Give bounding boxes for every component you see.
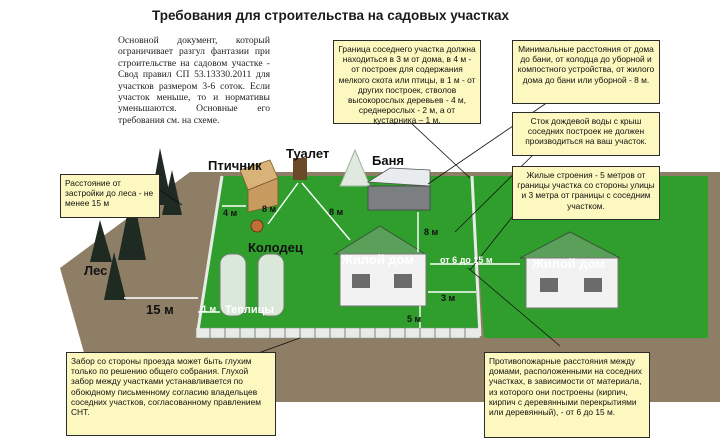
bathhouse-label: Баня [372,153,405,168]
greenhouse-right [257,253,285,317]
note-fire: Противопожарные расстояния между домами,… [484,352,650,438]
note-residential: Жилые строения - 5 метров от границы уча… [512,166,660,220]
greenhouse-left [219,253,247,317]
intro-text: Основной документ, который ограничивает … [118,35,270,126]
forest-label: Лес [84,263,108,278]
note-min-distances: Минимальные расстояния от дома до бани, … [512,40,660,104]
note-forest: Расстояние от застройки до леса - не мен… [60,174,160,218]
toilet-building [293,158,307,180]
greenhouses-label: Теплицы [225,304,274,316]
note-fence: Забор со стороны проезда может быть глух… [66,352,276,436]
well-shape [250,219,264,233]
bath-house-distance: 8 м [424,227,439,237]
toilet-well-distance: 8 м [262,204,277,214]
toilet-house-distance: 8 м [329,207,344,217]
note-neighbor-border: Граница соседнего участка должна находит… [333,40,481,125]
side-fence [470,175,482,337]
poultry-label: Птичник [208,158,262,173]
house-street-distance: 5 м [407,314,422,324]
note-rain-runoff: Сток дождевой воды с крыш соседних постр… [512,112,660,156]
house-side-distance: 3 м [441,293,456,303]
greenhouse-distance: 1 м [202,304,217,314]
house-label: Жилой дом [341,252,415,267]
front-fence [195,327,481,339]
bathhouse-building [367,185,431,211]
birch-tree [339,148,371,187]
poultry-distance: 4 м [223,208,238,218]
between-houses-distance: от 6 до 15 м [440,255,493,265]
left-fence [196,175,224,331]
bathhouse-roof [366,167,431,187]
well-label: Колодец [248,240,303,255]
dimension-lines [124,182,520,328]
page-title: Требования для строительства на садовых … [152,8,510,23]
toilet-label: Туалет [286,146,330,161]
neighbor-house-label: Жилой дом [532,256,606,271]
forest-distance: 15 м [146,302,174,317]
